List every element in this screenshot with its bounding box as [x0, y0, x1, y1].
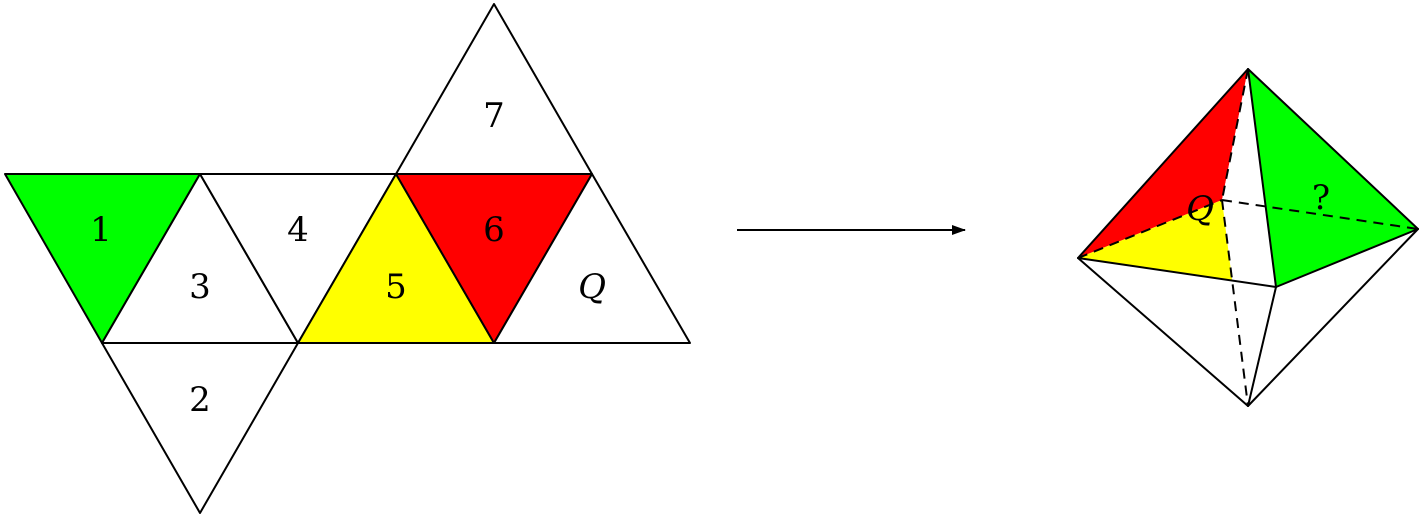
octahedron: Q ? — [1077, 68, 1419, 407]
octahedron-edge — [1247, 286, 1277, 407]
net-face-2 — [101, 342, 299, 514]
net-label-7: 7 — [483, 96, 505, 136]
octahedron-edge — [1247, 68, 1277, 288]
octahedron-hidden-edge — [1221, 68, 1249, 201]
octahedron-label-unknown: ? — [1312, 178, 1330, 218]
net-face-7 — [395, 3, 593, 175]
octahedron-edge — [1247, 68, 1419, 230]
octahedron-face-white-front — [1078, 258, 1276, 406]
octahedron-edge — [1077, 257, 1249, 407]
net: 1 3 4 5 6 Q 7 2 — [4, 3, 691, 514]
net-label-6: 6 — [483, 210, 505, 250]
octahedron-hidden-edge — [1077, 199, 1223, 259]
octahedron-edge — [1077, 257, 1277, 288]
octahedron-edge — [1247, 228, 1419, 407]
net-label-q: Q — [578, 267, 606, 307]
octahedron-face-green — [1248, 69, 1418, 287]
net-label-2: 2 — [189, 380, 211, 420]
net-face-q — [493, 173, 691, 344]
octahedron-face-white-back — [1222, 69, 1276, 287]
net-label-4: 4 — [287, 210, 309, 250]
octahedron-hidden-edge — [1221, 199, 1249, 407]
net-label-1: 1 — [90, 210, 112, 250]
net-label-5: 5 — [385, 267, 407, 307]
octahedron-edge — [1275, 228, 1419, 288]
octahedron-edge — [1077, 68, 1249, 259]
octahedron-label-q: Q — [1186, 189, 1214, 229]
net-label-3: 3 — [189, 267, 211, 307]
